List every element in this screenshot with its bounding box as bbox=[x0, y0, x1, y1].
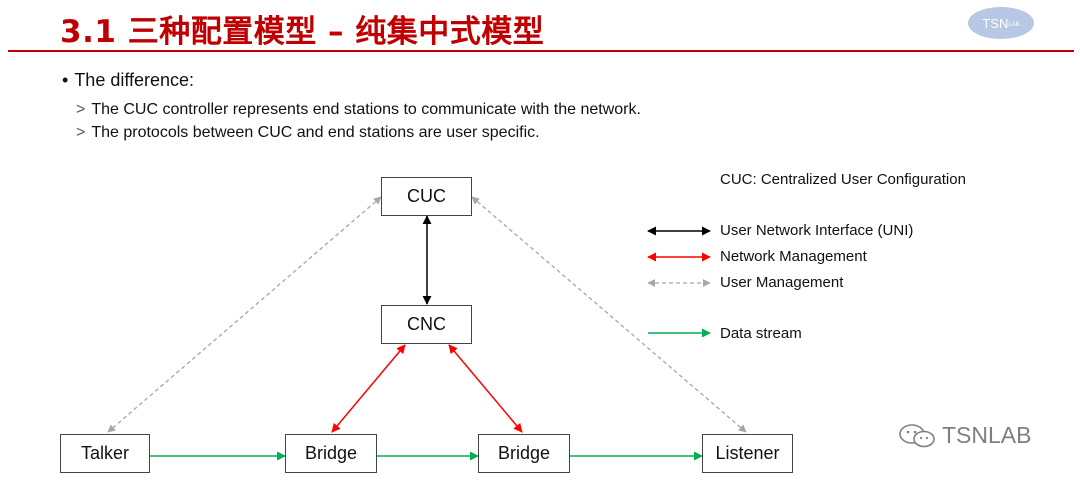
chevron-right-icon: > bbox=[76, 101, 86, 118]
legend-usermgmt-label: User Management bbox=[720, 274, 844, 291]
bullet-sub-2: > The protocols between CUC and end stati… bbox=[76, 124, 540, 142]
bullet-dot: • bbox=[62, 70, 69, 90]
title-divider bbox=[8, 50, 1074, 52]
bridge-1-label: Bridge bbox=[304, 443, 358, 463]
bullet-main-text: The difference: bbox=[74, 70, 195, 90]
wechat-icon bbox=[899, 423, 935, 447]
legend-uni-label: User Network Interface (UNI) bbox=[720, 222, 914, 239]
usermgmt-connector-talker bbox=[107, 196, 382, 433]
logo-text: TSN bbox=[982, 15, 1009, 31]
cnc-label: CNC bbox=[407, 314, 446, 334]
usermgmt-connector-listener bbox=[471, 196, 747, 433]
cuc-label: CUC bbox=[407, 186, 446, 206]
watermark: TSNLAB bbox=[898, 422, 1031, 449]
cuc-definition: CUC: Centralized User Configuration bbox=[720, 171, 966, 188]
listener-label: Listener bbox=[715, 443, 780, 463]
bridge-2-label: Bridge bbox=[497, 443, 551, 463]
bridge-node-2: Bridge bbox=[478, 434, 570, 473]
watermark-text: TSNLAB bbox=[942, 422, 1032, 448]
netmgmt-connector-bridge1 bbox=[331, 344, 406, 433]
bullet-sub-1-text: The CUC controller represents end statio… bbox=[91, 101, 641, 118]
legend-netmgmt-label: Network Management bbox=[720, 248, 867, 265]
cuc-node: CUC bbox=[381, 177, 472, 216]
netmgmt-connector-bridge2 bbox=[448, 344, 523, 433]
listener-node: Listener bbox=[702, 434, 793, 473]
bullet-sub-2-text: The protocols between CUC and end statio… bbox=[91, 124, 540, 141]
legend-datastream-label: Data stream bbox=[720, 325, 802, 342]
cnc-node: CNC bbox=[381, 305, 472, 344]
logo-suffix: LAB bbox=[1008, 22, 1020, 28]
talker-label: Talker bbox=[80, 443, 129, 463]
bullet-main: •The difference: bbox=[62, 70, 194, 91]
chevron-right-icon: > bbox=[76, 124, 86, 141]
page-title: 3.1 三种配置模型 – 纯集中式模型 bbox=[60, 14, 545, 50]
talker-node: Talker bbox=[60, 434, 150, 473]
bullet-sub-1: > The CUC controller represents end stati… bbox=[76, 101, 641, 119]
bridge-node-1: Bridge bbox=[285, 434, 377, 473]
